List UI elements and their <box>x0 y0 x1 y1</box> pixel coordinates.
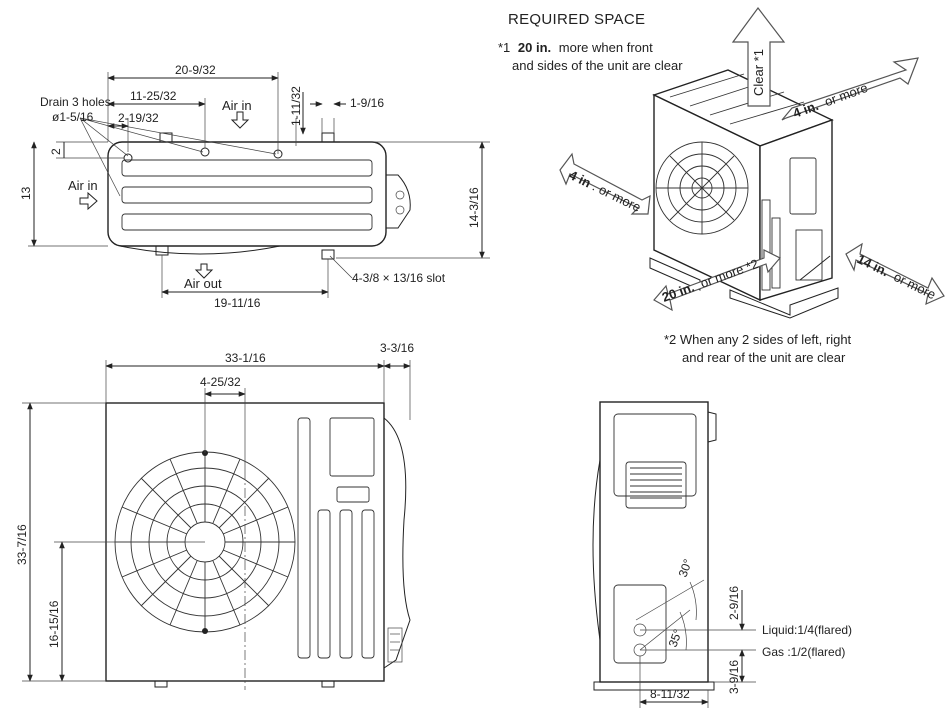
top-view-valve-1 <box>395 190 405 200</box>
dim-13: 13 <box>19 186 33 200</box>
note2-line1: *2 When any 2 sides of left, right <box>664 332 852 347</box>
mount-tab-bottom-right <box>321 249 335 260</box>
top-view: Drain 3 holes ø1-5/16 20-9/32 11-25/32 2… <box>19 63 490 310</box>
air-in-top-label: Air in <box>222 98 252 113</box>
dim-33-1-16: 33-1/16 <box>225 351 266 365</box>
slot-label: 4-3/8 × 13/16 slot <box>352 271 446 285</box>
clear-arrow-icon <box>731 6 786 107</box>
top-view-slot-3 <box>121 213 373 231</box>
front-arrow-icon <box>653 249 781 312</box>
front-view-side-bulge <box>383 417 411 669</box>
angle-35: 35° <box>666 627 685 649</box>
drain-label-line1: Drain 3 holes <box>40 95 111 109</box>
isometric-unit <box>649 69 839 319</box>
air-in-top-arrow-icon <box>230 111 250 129</box>
dim-3-9-16: 3-9/16 <box>727 660 741 694</box>
dim-33-7-16: 33-7/16 <box>15 524 29 565</box>
top-view-slot-2 <box>121 186 373 204</box>
side-view-base <box>593 681 715 691</box>
side-view-upper-panel <box>613 413 697 497</box>
left-arrow-icon <box>559 152 651 215</box>
air-in-left-arrow-icon <box>79 191 98 211</box>
front-display-panel <box>329 417 375 477</box>
front-foot-right <box>321 680 335 688</box>
front-louver-4 <box>361 509 375 659</box>
dim-11-25-32: 11-25/32 <box>130 89 177 103</box>
dim-2-9-16: 2-9/16 <box>727 586 741 620</box>
front-label-bold: 20 in. <box>660 279 696 304</box>
drain-label-line2: ø1-5/16 <box>52 110 94 124</box>
iso-side <box>759 119 833 301</box>
front-foot-left <box>154 680 168 688</box>
dim-3-3-16: 3-3/16 <box>380 341 414 355</box>
angle-30: 30° <box>676 557 695 579</box>
right-label-bold: 14 in. <box>855 251 891 279</box>
dim-2: 2 <box>49 148 63 155</box>
top-view-fan-guard <box>119 245 281 255</box>
dim-20-9-32: 20-9/32 <box>175 63 216 77</box>
iso-louver <box>761 199 771 291</box>
iso-base-right <box>729 287 839 319</box>
side-view-fan-bulge <box>592 459 601 641</box>
note1-rest: more when front <box>559 40 653 55</box>
right-label: 14 in. or more <box>855 251 939 302</box>
iso-base-left <box>649 257 701 291</box>
dim-1-9-16: 1-9/16 <box>350 96 384 110</box>
side-view-right-handle <box>707 411 717 443</box>
note1-bold: 20 in. <box>518 40 551 55</box>
left-label: 4 in . or more <box>567 167 644 215</box>
dim-1-11-32: 1-11/32 <box>289 86 303 126</box>
front-louver-3 <box>339 509 353 659</box>
gas-label: Gas :1/2(flared) <box>762 645 845 659</box>
dim-8-11-32: 8-11/32 <box>650 687 690 701</box>
top-view-body <box>107 141 387 247</box>
clear-label: Clear *1 <box>751 49 766 96</box>
note1-line2: and sides of the unit are clear <box>512 58 683 73</box>
front-view: 33-1/16 3-3/16 4-25/32 33-7/16 16-15/16 <box>15 341 414 690</box>
note1-line1: *1 20 in. more when front <box>498 40 653 55</box>
note1-prefix: *1 <box>498 40 510 55</box>
front-louver-1 <box>297 417 311 659</box>
air-in-left-label: Air in <box>68 178 98 193</box>
side-view: 30° 35° Liquid:1/4(flared) Gas :1/2(flar… <box>592 401 852 708</box>
left-label-bold: 4 in <box>567 167 594 190</box>
note2-line2: and rear of the unit are clear <box>682 350 846 365</box>
air-out-label: Air out <box>184 276 222 291</box>
front-side-label <box>387 627 403 663</box>
air-out-arrow-icon <box>194 263 214 279</box>
top-view-valve-2 <box>395 205 405 215</box>
top-view-valve-block <box>386 174 411 229</box>
dim-19-11-16: 19-11/16 <box>214 296 261 310</box>
right-label-rest: or more <box>891 269 938 302</box>
liquid-label: Liquid:1/4(flared) <box>762 623 852 637</box>
rear-arrow-icon <box>781 57 919 121</box>
left-label-rest: . or more <box>590 179 643 215</box>
mount-tab-bottom-left <box>155 245 169 256</box>
required-space: REQUIRED SPACE *1 20 in. more when front… <box>498 6 945 365</box>
mount-tab-top-right <box>321 132 335 143</box>
dim-4-25-32: 4-25/32 <box>200 375 241 389</box>
rear-label: 4 in. or more <box>791 80 870 121</box>
dim-2-19-32: 2-19/32 <box>118 111 159 125</box>
side-view-vent <box>625 461 687 509</box>
top-view-slot-1 <box>121 159 373 177</box>
required-space-title: REQUIRED SPACE <box>508 11 645 28</box>
front-handle <box>336 486 370 503</box>
dim-16-15-16: 16-15/16 <box>47 600 61 648</box>
side-view-body <box>599 401 709 683</box>
rear-label-rest: or more <box>823 80 870 109</box>
dim-14-3-16: 14-3/16 <box>467 187 481 228</box>
front-louver-2 <box>317 509 331 659</box>
right-arrow-icon <box>845 242 945 306</box>
